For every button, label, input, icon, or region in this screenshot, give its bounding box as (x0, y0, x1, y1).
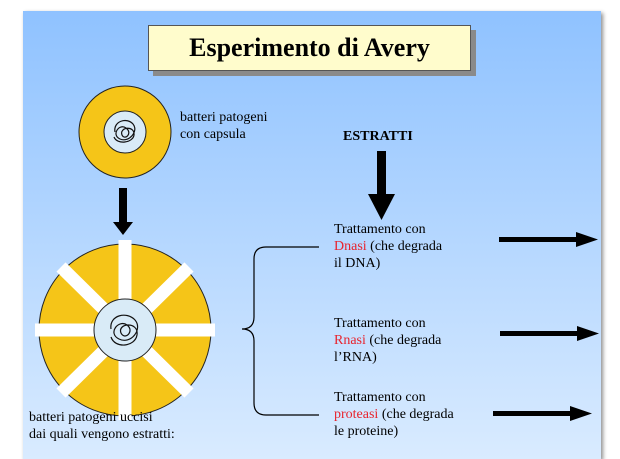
treatment-proteasi-line1: Trattamento con (334, 390, 426, 405)
result-arrow-1 (499, 232, 598, 247)
treatment-brace (241, 246, 319, 416)
killed-bacterium (35, 240, 215, 420)
dna-coil-bottom (110, 314, 139, 346)
treatment-dnasi-line3: il DNA) (334, 256, 381, 271)
enzyme-rnasi: Rnasi (334, 333, 366, 348)
treatment-proteasi-desc: (che degrada (378, 407, 454, 422)
result-arrow-3 (493, 406, 592, 421)
treatment-proteasi-line3: le proteine) (334, 424, 399, 439)
enzyme-proteasi: proteasi (334, 407, 379, 422)
title-text: Esperimento di Avery (189, 33, 430, 62)
treatment-rnasi-line3: l’RNA) (334, 350, 377, 365)
killed-bacteria-label-line2: dai quali vengono estratti: (29, 427, 175, 442)
bacteria-capsule-label-line2: con capsula (180, 127, 246, 142)
dna-coil-top (113, 119, 136, 143)
enzyme-dnasi: Dnasi (334, 239, 367, 254)
treatment-dnasi: Trattamento con Dnasi (che degrada il DN… (334, 221, 442, 272)
killed-bacteria-label-line1: batteri patogeni uccisi (29, 410, 153, 425)
result-arrow-2 (500, 326, 599, 341)
treatment-proteasi: Trattamento con proteasi (che degrada le… (334, 389, 454, 440)
slide-title: Esperimento di Avery (148, 25, 471, 71)
treatment-rnasi: Trattamento con Rnasi (che degrada l’RNA… (334, 315, 441, 366)
treatment-rnasi-line1: Trattamento con (334, 316, 426, 331)
bacteria-capsule-label: batteri patogeni con capsula (180, 109, 267, 143)
diagram-graphics (35, 85, 599, 421)
treatment-rnasi-desc: (che degrada (365, 333, 442, 348)
arrow-down-left (113, 188, 133, 235)
extracts-label: ESTRATTI (343, 129, 413, 144)
treatment-dnasi-line1: Trattamento con (334, 222, 426, 237)
bacterium-with-capsule (78, 85, 172, 179)
bacteria-capsule-label-line1: batteri patogeni (180, 110, 268, 125)
killed-bacteria-label: batteri patogeni uccisi dai quali vengon… (29, 409, 175, 443)
slide: Esperimento di Avery (23, 11, 601, 459)
arrow-down-extracts (368, 151, 395, 220)
treatment-dnasi-desc: (che degrada (366, 239, 443, 254)
